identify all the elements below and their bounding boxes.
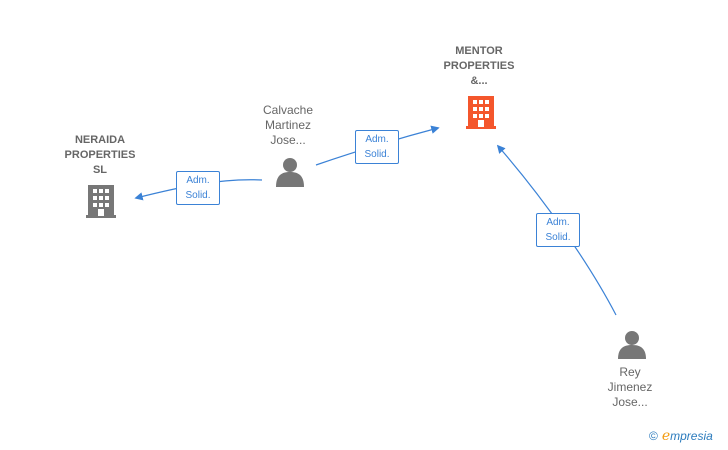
brand-initial: e	[661, 428, 671, 444]
brand-rest: mpresia	[670, 429, 713, 443]
person-name-calvache[interactable]: Calvache Martinez Jose...	[262, 103, 314, 147]
copyright-symbol: ©	[649, 429, 658, 443]
person-icon[interactable]	[618, 331, 646, 359]
empresia-logo: © empresia	[649, 428, 713, 444]
company-name-neraida[interactable]: NERAIDA PROPERTIES SL	[64, 134, 136, 176]
building-icon[interactable]	[86, 185, 116, 218]
company-name-mentor[interactable]: MENTOR PROPERTIES &...	[443, 45, 515, 87]
edge-label-calvache-mentor: Adm. Solid.	[355, 130, 399, 164]
edge-label-calvache-neraida: Adm. Solid.	[176, 171, 220, 205]
person-name-rey[interactable]: Rey Jimenez Jose...	[607, 365, 653, 409]
person-icon[interactable]	[276, 158, 304, 187]
edge-label-rey-mentor: Adm. Solid.	[536, 213, 580, 247]
building-icon[interactable]	[466, 96, 496, 129]
